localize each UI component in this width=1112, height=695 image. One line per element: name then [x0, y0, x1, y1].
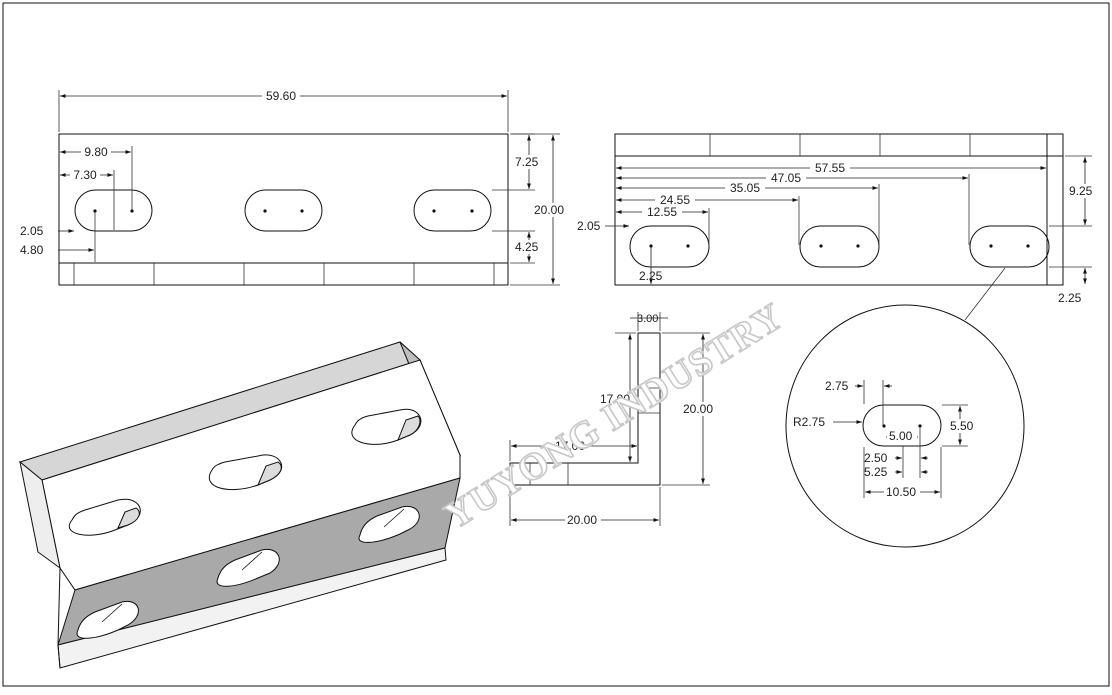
- dim-d3: 35.05: [730, 181, 760, 195]
- dim-inner-height: 17.00: [600, 392, 630, 406]
- dim-detail-center-dist: 5.00: [889, 429, 913, 443]
- dim-detail-offset: 2.75: [825, 379, 849, 393]
- dim-detail-half-length: 5.25: [864, 465, 888, 479]
- dim-slot-to-edge: 2.25: [639, 269, 663, 283]
- dim-inner-length: 17.00: [555, 439, 585, 453]
- dim-overall-length: 59.60: [266, 89, 296, 103]
- front-slot-2: [244, 189, 323, 232]
- dim-d5: 12.55: [647, 205, 677, 219]
- dim-d4: 24.55: [660, 193, 690, 207]
- dim-slot-radius-center: 7.30: [73, 168, 97, 182]
- side-profile: [509, 332, 661, 486]
- dim-slot-y-left: 2.05: [20, 224, 44, 238]
- dim-top-to-slot: 7.25: [515, 155, 539, 169]
- dim-detail-radius: R2.75: [793, 415, 825, 429]
- dim-outer-height: 20.00: [683, 402, 713, 416]
- dim-slot-y-bottom: 4.80: [20, 243, 44, 257]
- dim-d2: 47.05: [771, 171, 801, 185]
- iso-slot-6: [358, 505, 420, 543]
- dim-bottom-flange: 4.25: [515, 240, 539, 254]
- dim-outer-length: 20.00: [567, 513, 597, 527]
- dim-d1: 57.55: [815, 161, 845, 175]
- watermark: YUYONG INDUSTRY: [437, 294, 792, 538]
- dim-detail-width: 5.50: [950, 419, 974, 433]
- dim-right-height: 9.25: [1069, 184, 1093, 198]
- detail-slot: [862, 404, 942, 447]
- detail-view: 2.75 R2.75 5.00 5.50 2.50 5.25 10.50: [785, 304, 1025, 548]
- dim-slot-center-far: 9.80: [84, 145, 108, 159]
- front-outline: [58, 133, 509, 286]
- top-view: 57.55 47.05 35.05 24.55 12.55 2.05 2.25 …: [577, 133, 1102, 321]
- dim-thickness: 3.00: [637, 313, 658, 325]
- iso-slot-5: [216, 548, 280, 587]
- top-outline: [614, 133, 1064, 286]
- dim-detail-half-center: 2.50: [864, 451, 888, 465]
- top-slot-1: [629, 225, 710, 268]
- top-slot-3: [969, 225, 1050, 268]
- front-view: 59.60 9.80 7.30 2.05 4.80 7.25 4.25: [20, 89, 570, 286]
- watermark-text: YUYONG INDUSTRY: [438, 295, 791, 538]
- detail-circle: [785, 304, 1025, 548]
- dim-detail-length: 10.50: [886, 485, 916, 499]
- dim-height: 20.00: [534, 203, 564, 217]
- side-view: 3.00 17.00 20.00 17.00 20.00: [509, 312, 718, 527]
- top-slot-2: [799, 225, 880, 268]
- dim-top-left: 2.05: [577, 219, 601, 233]
- dim-bottom-right: 2.25: [1058, 291, 1082, 305]
- isometric-view: [18, 341, 462, 669]
- front-slot-3: [413, 189, 492, 232]
- front-slot-1: [74, 189, 153, 232]
- iso-slot-4: [76, 600, 139, 639]
